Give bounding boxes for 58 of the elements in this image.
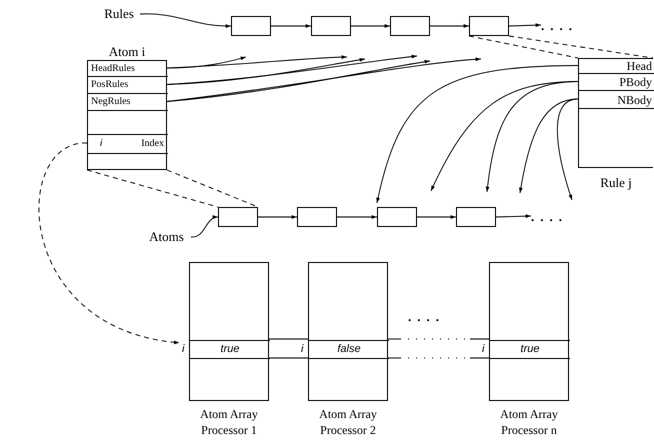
field-label: true <box>220 344 240 355</box>
list-cell-box <box>311 16 351 36</box>
arrow <box>166 58 482 102</box>
list-cell-box <box>469 16 509 36</box>
field-label: Atom Array Processor n <box>499 406 559 438</box>
list-cell-box <box>456 207 496 227</box>
field-label: Atom i <box>108 43 146 61</box>
arrow <box>166 60 430 102</box>
list-cell-box <box>377 207 417 227</box>
field-label: i <box>100 139 102 149</box>
field-label: NBody <box>617 94 652 106</box>
connector-line <box>508 36 654 58</box>
field-label: Index <box>141 139 164 149</box>
list-cell-box <box>218 207 258 227</box>
connector-line <box>86 170 218 208</box>
record-field <box>579 59 654 74</box>
index-label: i <box>182 344 184 355</box>
arrow <box>258 215 298 219</box>
arrow <box>38 142 180 344</box>
field-label: false <box>337 344 361 355</box>
field-label: Rule j <box>599 174 633 192</box>
arrow <box>336 215 378 219</box>
field-label: Atoms <box>149 228 184 246</box>
record-field <box>88 94 168 111</box>
arrow <box>430 24 470 28</box>
record-field <box>88 77 168 94</box>
index-label: i <box>482 344 484 355</box>
field-label: Atom Array Processor 2 <box>318 406 378 438</box>
field-label: Head <box>626 60 652 72</box>
arrow <box>508 23 542 28</box>
record-field <box>88 134 168 154</box>
field-label: Rules <box>104 5 134 24</box>
arrow <box>140 13 232 28</box>
field-label: .... <box>531 210 568 222</box>
arrow <box>416 215 456 219</box>
field-label: Atom Array Processor 1 <box>199 406 259 438</box>
field-label: PBody <box>619 76 652 88</box>
field-label: NegRules <box>91 97 130 107</box>
arrow <box>166 54 418 85</box>
field-label: HeadRules <box>91 64 135 74</box>
list-cell-box <box>231 16 271 36</box>
index-label: i <box>301 344 304 355</box>
arrow <box>486 81 578 192</box>
field-label: .... <box>541 18 578 32</box>
arrow <box>190 216 218 238</box>
arrow <box>496 214 532 218</box>
list-cell-box <box>390 16 430 36</box>
continuation-dots: .... <box>408 310 445 323</box>
arrow <box>166 55 348 68</box>
field-label: PosRules <box>91 80 128 90</box>
connector-line <box>468 36 578 58</box>
arrow <box>350 24 390 28</box>
list-cell-box <box>297 207 337 227</box>
arrow <box>270 24 312 28</box>
arrow <box>376 65 578 204</box>
arrow <box>556 98 578 200</box>
field-label: true <box>520 344 540 355</box>
record-field <box>88 61 168 77</box>
